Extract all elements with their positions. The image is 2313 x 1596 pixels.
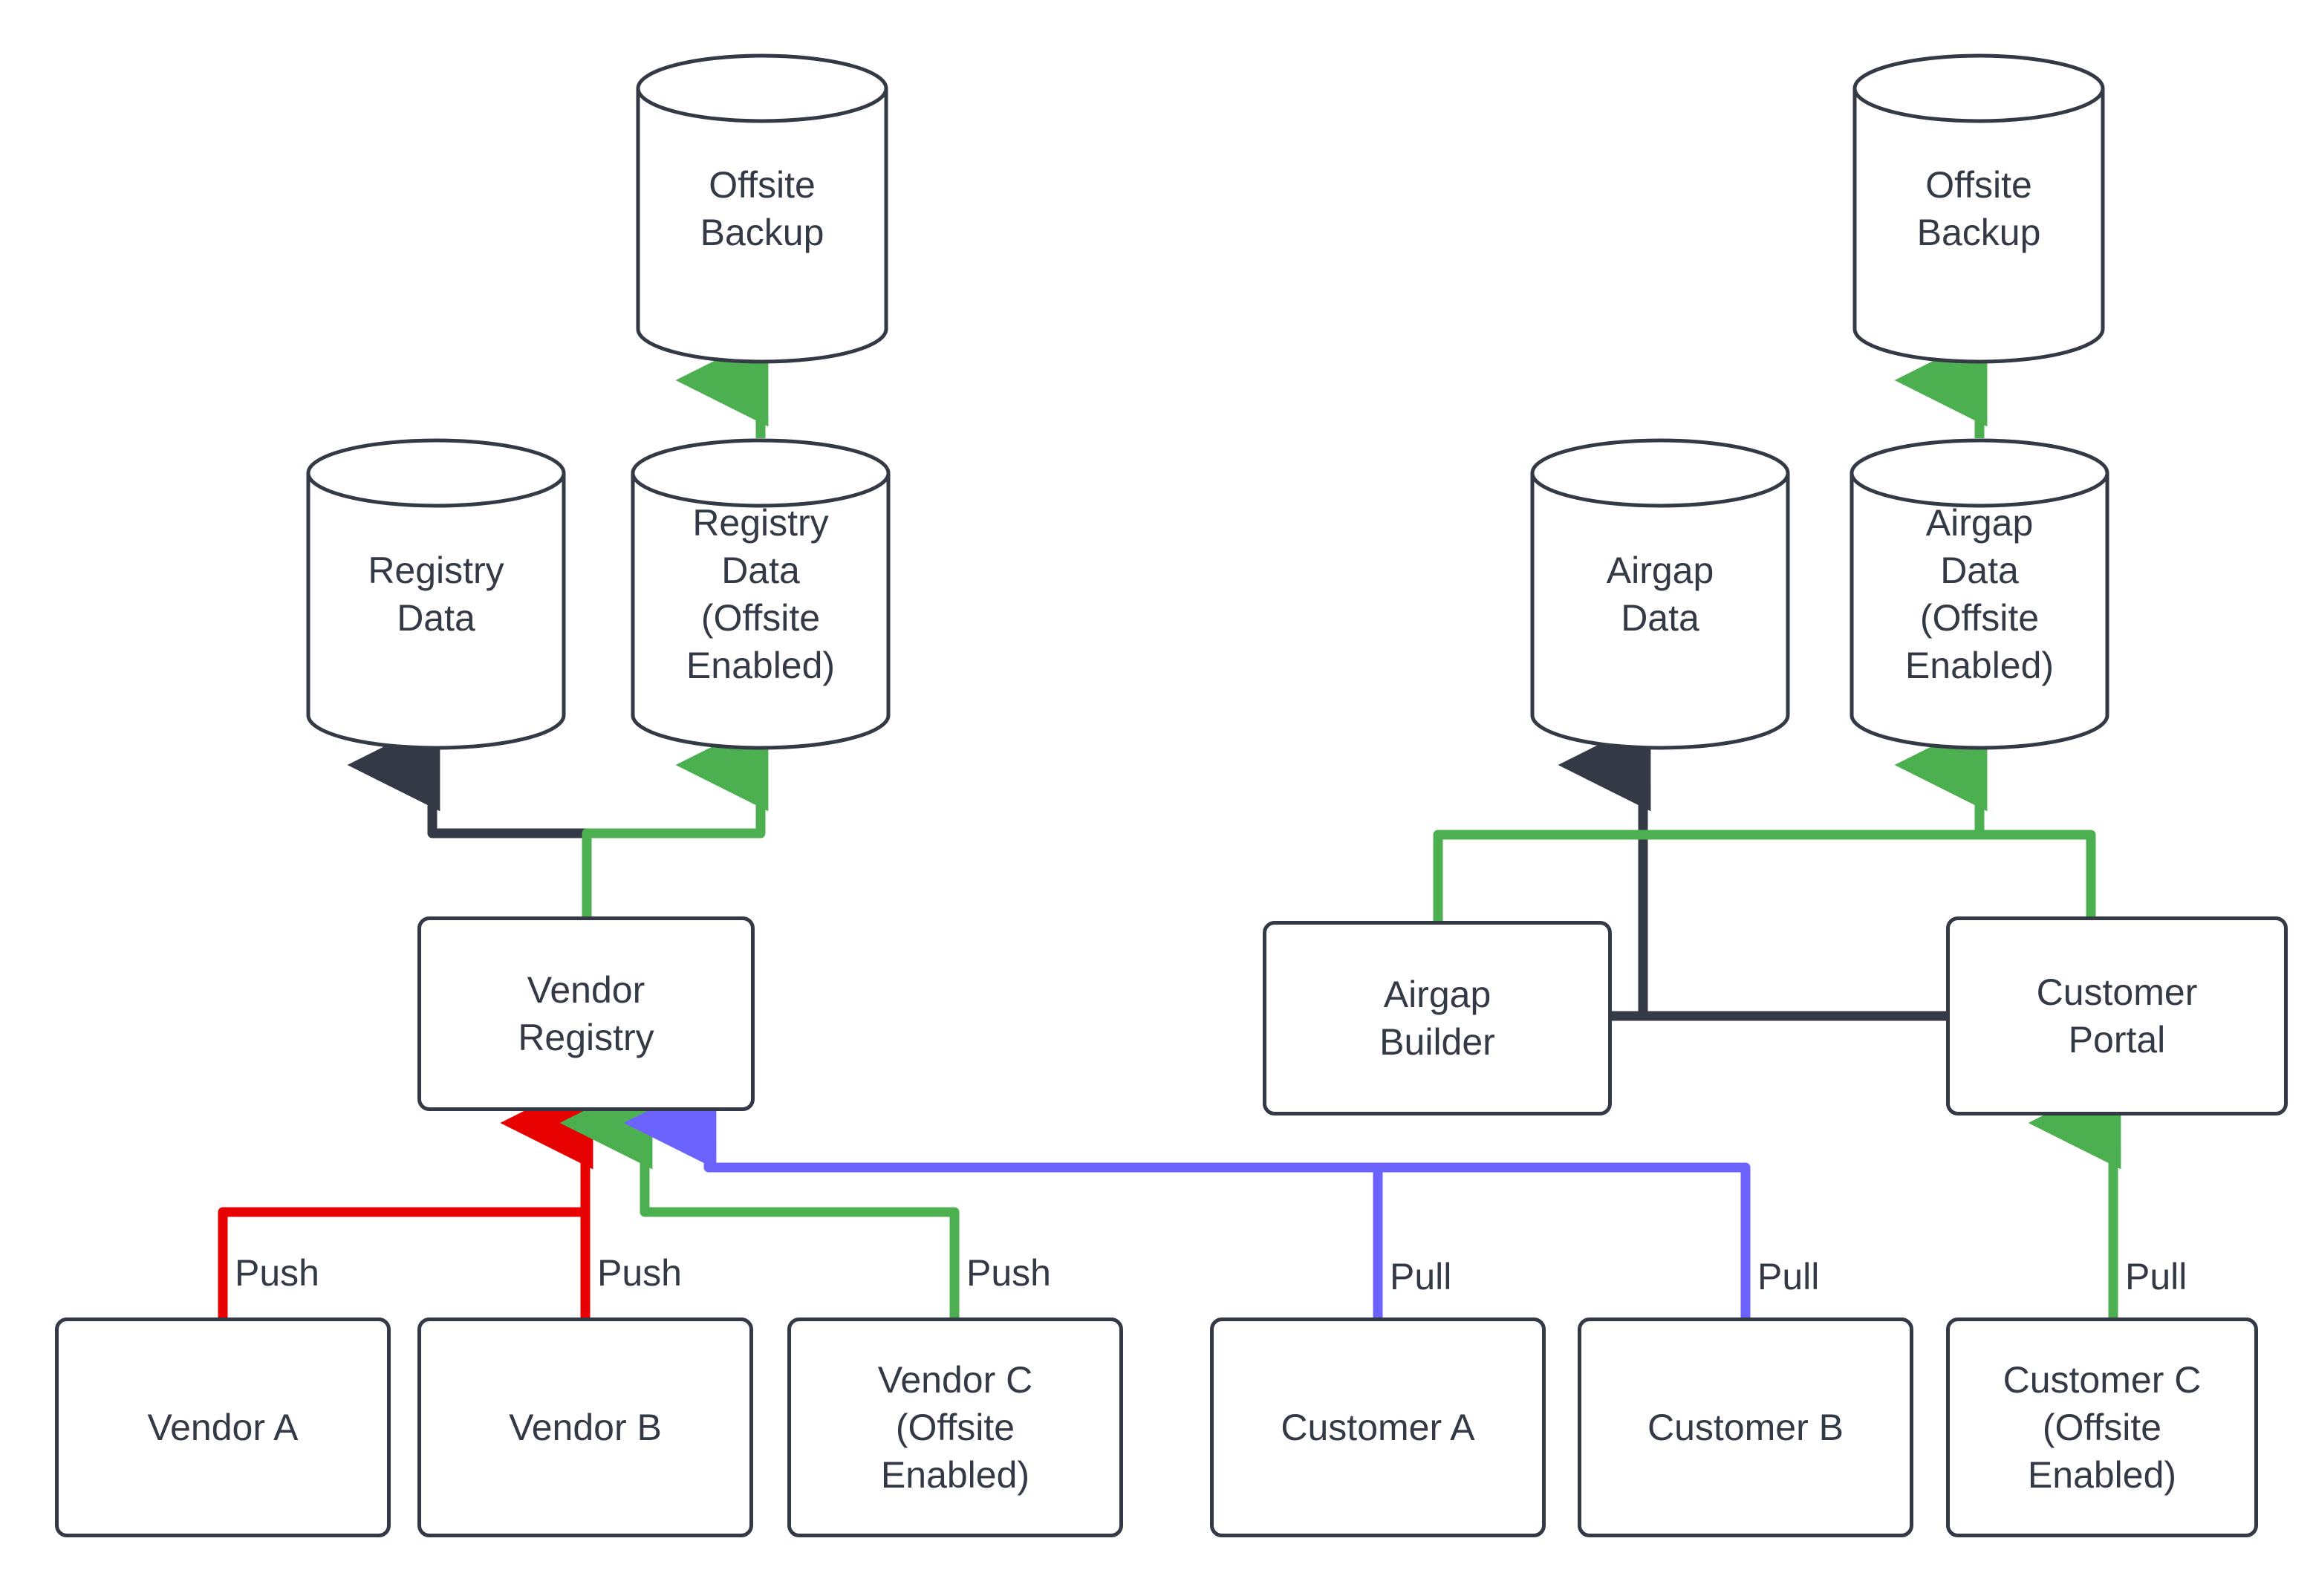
label-line: Offsite	[1925, 164, 2032, 206]
edge-label-pull-c: Pull	[2122, 1255, 2190, 1298]
label-line: Customer	[2036, 971, 2198, 1013]
edge-customer-portal-to-airgap-data-offsite	[1979, 830, 2096, 916]
label-line: (Offsite	[895, 1407, 1015, 1448]
label-line: Vendor C	[877, 1359, 1033, 1401]
node-customer-b[interactable]: Customer B	[1578, 1317, 1913, 1537]
label-line: (Offsite	[700, 597, 821, 639]
node-label: Vendor A	[148, 1404, 299, 1451]
edge-airgap-builder-to-airgap-data-offsite	[1433, 718, 1988, 921]
edge-vendor-c-push	[559, 1076, 960, 1317]
label-line: Registry	[518, 1017, 654, 1058]
label-line: Enabled)	[2027, 1454, 2177, 1496]
cylinder-icon	[636, 53, 888, 364]
label-line: Data	[721, 550, 800, 591]
label-line: Portal	[2068, 1019, 2166, 1061]
edge-vendor-registry-to-registry-data	[347, 718, 592, 916]
cylinder-icon	[306, 438, 566, 750]
label-line: Registry	[368, 550, 504, 591]
edge-vendor-registry-to-registry-data-offsite	[582, 718, 769, 916]
node-vendor-a[interactable]: Vendor A	[55, 1317, 391, 1537]
label-line: Offsite	[709, 164, 816, 206]
label-line: Airgap	[1383, 974, 1491, 1015]
label-line: (Offsite	[2042, 1407, 2162, 1448]
node-label: Customer A	[1281, 1404, 1474, 1451]
cylinder-icon	[1850, 438, 2109, 750]
edge-label-push-a: Push	[232, 1251, 322, 1294]
label-line: Registry	[692, 502, 829, 544]
label-line: Customer C	[2003, 1359, 2202, 1401]
label-line: Airgap	[1925, 502, 2034, 544]
label-line: Builder	[1379, 1021, 1495, 1063]
label-line: Airgap	[1606, 550, 1714, 591]
edge-label-push-b: Push	[594, 1251, 685, 1294]
label-line: Backup	[700, 212, 824, 253]
label-line: Data	[1621, 597, 1699, 639]
label-line: Vendor A	[147, 1407, 299, 1448]
edge-customer-portal-to-airgap-data	[1558, 718, 1946, 1021]
cylinder-icon	[1530, 438, 1790, 750]
label-line: Data	[1940, 550, 2019, 591]
node-label: Customer B	[1647, 1404, 1844, 1451]
node-customer-a[interactable]: Customer A	[1210, 1317, 1546, 1537]
label-line: (Offsite	[1919, 597, 2040, 639]
cylinder-icon	[631, 438, 891, 750]
node-vendor-b[interactable]: Vendor B	[417, 1317, 753, 1537]
edge-label-pull-b: Pull	[1754, 1255, 1823, 1298]
edge-customer-b-pull	[709, 1162, 1751, 1317]
label-line: Backup	[1916, 212, 2041, 253]
node-label: Vendor B	[509, 1404, 662, 1451]
label-line: Data	[397, 597, 475, 639]
edge-label-pull-a: Pull	[1387, 1255, 1455, 1298]
label-line: Enabled)	[880, 1454, 1030, 1496]
edge-label-push-c: Push	[963, 1251, 1054, 1294]
label-line: Customer B	[1647, 1407, 1844, 1448]
label-line: Vendor B	[509, 1407, 662, 1448]
label-line: Enabled)	[1904, 645, 2055, 686]
label-line: Enabled)	[686, 645, 836, 686]
label-line: Customer A	[1281, 1407, 1475, 1448]
label-line: Vendor	[527, 969, 645, 1011]
